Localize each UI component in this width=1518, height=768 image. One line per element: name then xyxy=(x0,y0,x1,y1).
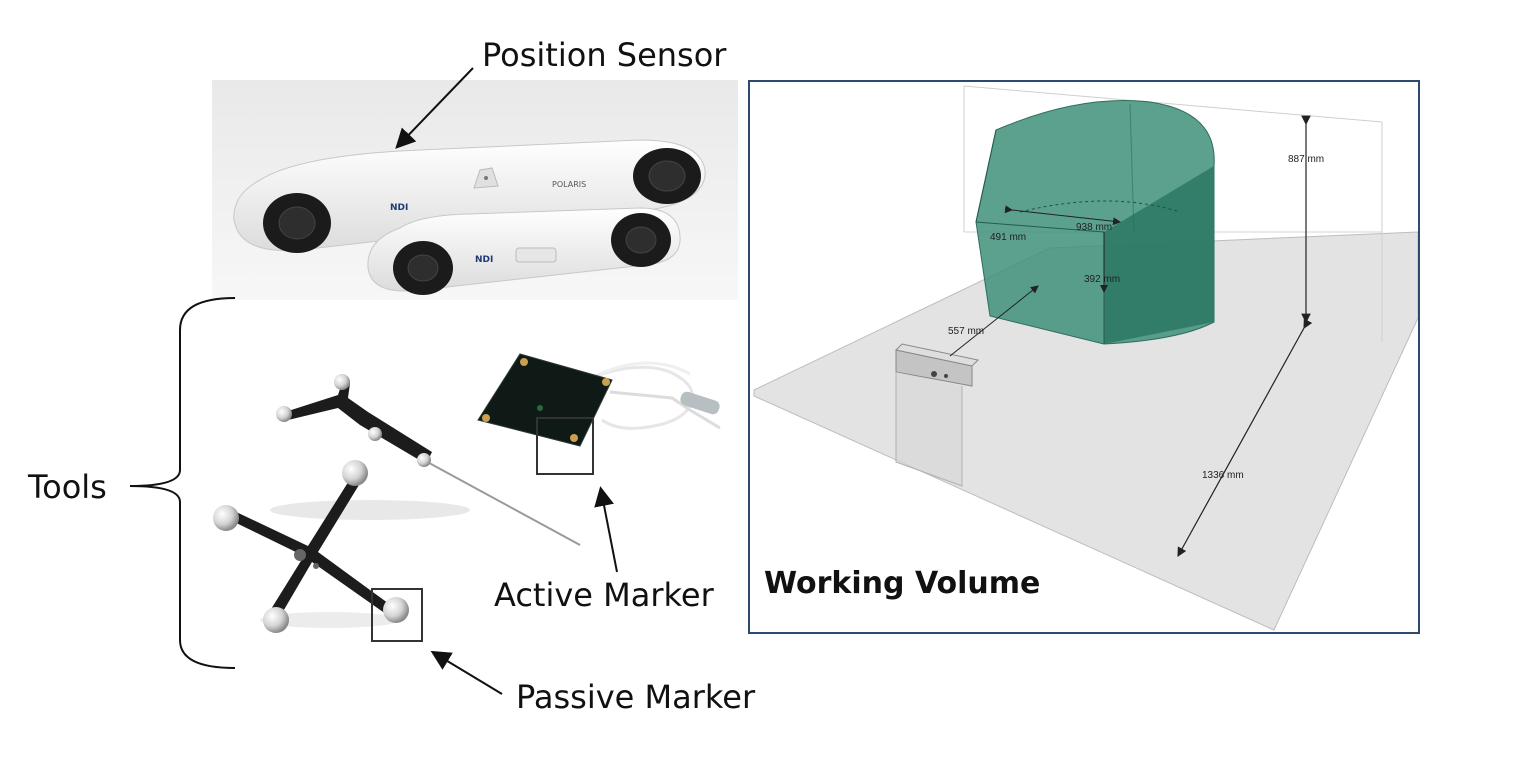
passive-marker-arrow xyxy=(430,650,503,695)
active-marker-label: Active Marker xyxy=(494,576,714,614)
active-marker-arrow xyxy=(594,486,618,573)
passive-marker-label: Passive Marker xyxy=(516,678,756,716)
position-sensor-arrow xyxy=(395,67,474,149)
inner-label: 392 mm xyxy=(1084,274,1120,285)
sensor-bar-large xyxy=(233,139,706,253)
passive-marker-highlight-box xyxy=(371,588,423,642)
width-arrow xyxy=(1004,205,1121,226)
position-sensor-label: Position Sensor xyxy=(482,36,727,74)
probe-tool xyxy=(270,374,581,546)
cross-tool xyxy=(213,460,409,633)
working-volume-title: Working Volume xyxy=(764,566,1041,601)
height-label: 887 mm xyxy=(1288,154,1324,165)
length-label: 1336 mm xyxy=(1202,470,1244,481)
distance-label: 557 mm xyxy=(948,326,984,337)
working-volume-diagram: 887 mm 938 mm 491 mm 392 mm 557 mm 1336 … xyxy=(753,85,1419,631)
position-sensor-photo xyxy=(212,80,738,300)
sensor-bar-small xyxy=(367,207,681,295)
ndi-logo-back: NDI xyxy=(390,203,409,213)
polaris-logo: POLARIS xyxy=(552,180,587,189)
tools-brace xyxy=(129,297,236,669)
ndi-logo-front: NDI xyxy=(475,255,494,265)
tools-label: Tools xyxy=(28,468,107,506)
distance-arrow xyxy=(949,285,1039,357)
width-label: 938 mm xyxy=(1076,222,1112,233)
active-marker-tool xyxy=(477,353,721,447)
camera-device xyxy=(894,343,980,487)
tools-photo xyxy=(213,353,721,642)
working-volume-panel: 887 mm 938 mm 491 mm 392 mm 557 mm 1336 … xyxy=(748,80,1420,634)
length-arrow xyxy=(1177,318,1313,558)
depth-label: 491 mm xyxy=(990,232,1026,243)
active-marker-highlight-box xyxy=(536,417,594,475)
